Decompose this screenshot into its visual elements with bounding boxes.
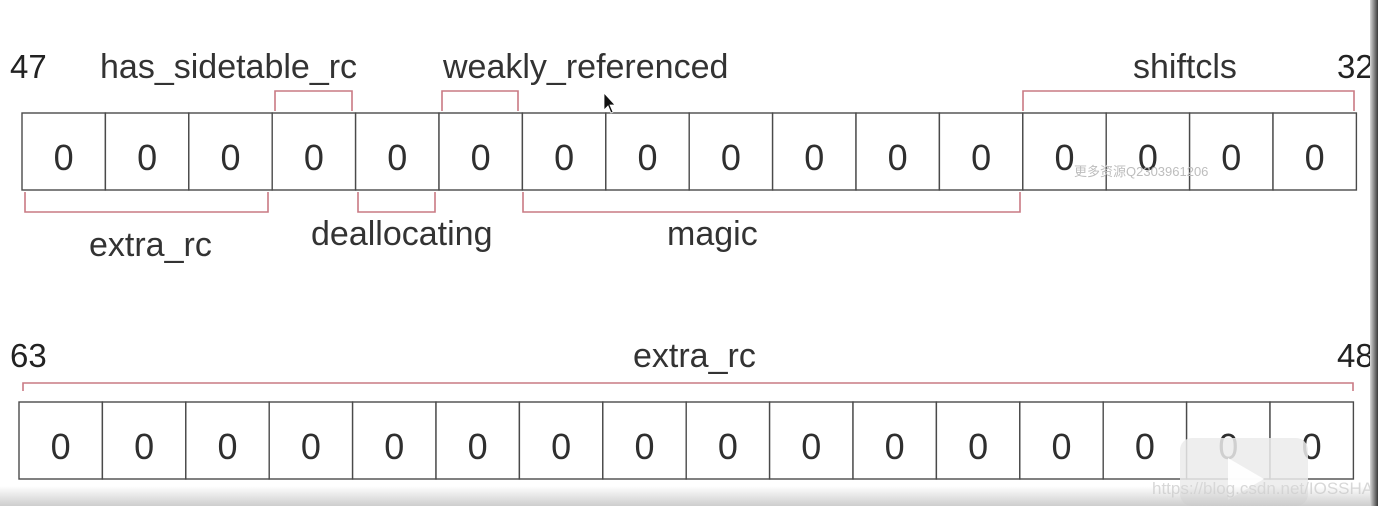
bit-value: 0 xyxy=(804,137,824,178)
bit-value: 0 xyxy=(1054,137,1074,178)
bit-value: 0 xyxy=(217,426,237,467)
bit-value: 0 xyxy=(1305,137,1325,178)
bottom-low-bit-label: 48 xyxy=(1337,337,1374,374)
weakly-referenced-brace xyxy=(441,90,519,111)
bit-value: 0 xyxy=(134,426,154,467)
bit-cell xyxy=(438,112,524,191)
bit-value: 0 xyxy=(387,137,407,178)
deallocating-brace xyxy=(357,192,436,213)
bit-value: 0 xyxy=(1051,426,1071,467)
bit-value: 0 xyxy=(468,426,488,467)
bottom-high-bit-label: 63 xyxy=(10,337,47,374)
bit-value: 0 xyxy=(1221,137,1241,178)
bit-value: 0 xyxy=(471,137,491,178)
bit-cell xyxy=(21,112,107,191)
deallocating-label: deallocating xyxy=(311,215,492,253)
bit-cell xyxy=(354,112,440,191)
bit-cell xyxy=(1019,401,1104,480)
bit-cell xyxy=(1105,112,1191,191)
has-sidetable-rc-brace xyxy=(274,90,353,111)
bit-value: 0 xyxy=(137,137,157,178)
bit-value: 0 xyxy=(801,426,821,467)
bit-cell xyxy=(685,401,771,480)
bit-value: 0 xyxy=(384,426,404,467)
mouse-pointer-icon xyxy=(603,91,616,114)
bit-value: 0 xyxy=(1135,426,1155,467)
bit-cell xyxy=(104,112,190,191)
bit-cell xyxy=(1272,112,1358,191)
bit-value: 0 xyxy=(1138,137,1158,178)
bit-cell xyxy=(605,112,690,191)
bit-value: 0 xyxy=(51,426,71,467)
bit-cell xyxy=(435,401,521,480)
magic-label: magic xyxy=(667,215,758,253)
bit-cell xyxy=(852,401,938,480)
bit-cell xyxy=(18,401,104,480)
bit-value: 0 xyxy=(721,137,741,178)
shiftcls-label: shiftcls xyxy=(1133,48,1237,86)
bit-value: 0 xyxy=(968,426,988,467)
bit-value: 0 xyxy=(551,426,571,467)
bit-value: 0 xyxy=(634,426,654,467)
top-bit-row: 0 0 0 0 0 0 0 0 0 0 0 0 0 0 0 0 xyxy=(21,112,1358,191)
bit-value: 0 xyxy=(718,426,738,467)
bit-cell xyxy=(521,112,607,191)
bit-value: 0 xyxy=(220,137,240,178)
extra-rc-brace xyxy=(24,192,269,213)
bit-cell xyxy=(101,401,187,480)
top-high-bit-label: 47 xyxy=(10,48,47,85)
weakly-referenced-label: weakly_referenced xyxy=(442,48,728,86)
bottom-extra-rc-brace xyxy=(22,382,1354,391)
bit-cell xyxy=(188,112,273,191)
magic-brace xyxy=(522,192,1021,213)
bit-value: 0 xyxy=(554,137,574,178)
shiftcls-brace xyxy=(1022,90,1355,111)
bottom-bit-row: 0 0 0 0 0 0 0 0 0 0 0 0 0 0 0 0 xyxy=(18,401,1355,480)
bottom-extra-rc-label: extra_rc xyxy=(633,337,756,375)
bit-cell xyxy=(938,112,1024,191)
bit-cell xyxy=(268,401,354,480)
bottom-fade-band xyxy=(0,486,1378,506)
has-sidetable-rc-label: has_sidetable_rc xyxy=(100,48,357,86)
bit-cell xyxy=(771,112,857,191)
extra-rc-label: extra_rc xyxy=(89,226,212,264)
bit-cell xyxy=(1022,112,1107,191)
bit-value: 0 xyxy=(971,137,991,178)
bit-cell xyxy=(351,401,437,480)
bit-value: 0 xyxy=(888,137,908,178)
bit-value: 0 xyxy=(301,426,321,467)
bit-value: 0 xyxy=(885,426,905,467)
bit-cell xyxy=(1102,401,1188,480)
bit-cell xyxy=(602,401,687,480)
bit-cell xyxy=(518,401,604,480)
bit-cell xyxy=(185,401,270,480)
top-low-bit-label: 32 xyxy=(1337,48,1374,85)
bit-value: 0 xyxy=(54,137,74,178)
center-watermark: 更多资源Q2303961206 xyxy=(1074,164,1208,179)
right-edge-shadow xyxy=(1370,0,1378,506)
bit-value: 0 xyxy=(304,137,324,178)
bit-value: 0 xyxy=(637,137,657,178)
bit-cell xyxy=(688,112,774,191)
